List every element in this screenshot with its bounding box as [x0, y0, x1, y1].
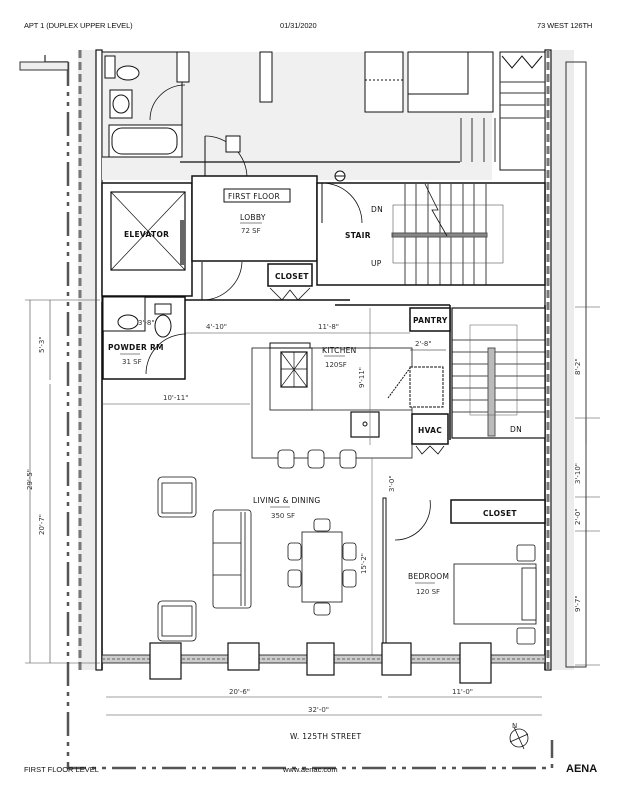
kitchen-area: 120SF [325, 361, 347, 369]
bedroom: CLOSET BEDROOM 120 SF 3'-0" [382, 475, 546, 671]
dim-right-2: 3'-10" [574, 463, 582, 484]
north-label: N [512, 722, 517, 730]
kitchen: KITCHEN 120SF 9'-11" [251, 308, 444, 469]
living-area: 350 SF [271, 512, 295, 520]
bedroom-label: BEDROOM [408, 572, 449, 581]
bedroom-closet-label: CLOSET [483, 509, 517, 518]
lobby-label: LOBBY [240, 213, 266, 222]
powder-room-label: POWDER RM [108, 343, 164, 352]
dim-bottom-left: 20'-6" [229, 688, 250, 696]
lobby-closet: CLOSET [267, 263, 313, 301]
dim-bottom-total: 32'-0" [308, 706, 329, 714]
stair-2: DN [451, 307, 546, 439]
floor-level-label: FIRST FLOOR LEVEL [24, 765, 99, 774]
dimension-lines [25, 299, 600, 716]
dim-left-upper: 5'-3" [38, 336, 46, 353]
living-label: LIVING & DINING [253, 496, 321, 505]
pantry: PANTRY 2'-8" [409, 307, 451, 351]
kitchen-depth-dim: 9'-11" [358, 367, 366, 388]
kitchen-label: KITCHEN [322, 346, 357, 355]
dim-kitchen-width: 11'-8" [318, 323, 339, 331]
hvac-label: HVAC [418, 426, 442, 435]
dim-bottom-right: 11'-0" [452, 688, 473, 696]
north-arrow-icon: N [509, 722, 529, 750]
dim-left-lower: 20'-7" [38, 514, 46, 535]
hvac: HVAC [411, 413, 449, 455]
dining-depth-dim: 15'-2" [360, 553, 368, 574]
pantry-width-dim: 2'-8" [415, 340, 432, 348]
plan-title: APT 1 (DUPLEX UPPER LEVEL) [24, 21, 133, 30]
elevator-label: ELEVATOR [124, 230, 169, 239]
pantry-label: PANTRY [413, 316, 448, 325]
stair-up: UP [371, 259, 382, 268]
stair-2-dn: DN [510, 425, 522, 434]
dim-left-total: 29'-5" [26, 469, 34, 490]
elevator: ELEVATOR [101, 182, 193, 297]
dim-corridor: 4'-10" [206, 323, 227, 331]
lobby: FIRST FLOOR LOBBY 72 SF [191, 175, 318, 301]
first-floor-tag: FIRST FLOOR [228, 192, 280, 201]
lobby-area: 72 SF [241, 227, 261, 235]
stair-label: STAIR [345, 231, 371, 240]
powder-width-dim: 3'-8" [138, 319, 155, 327]
brand-logo: AENA [566, 763, 598, 775]
dim-right-3: 2'-0" [574, 508, 582, 525]
interior-walls [101, 299, 546, 670]
street-label: W. 125TH STREET [290, 732, 361, 741]
website-link[interactable]: www.aenac.com [283, 765, 338, 774]
plan-date: 01/31/2020 [280, 21, 317, 30]
bedroom-area: 120 SF [416, 588, 440, 596]
stair: STAIR DN UP [316, 170, 546, 286]
stair-dn: DN [371, 205, 383, 214]
powder-room: 3'-8" POWDER RM 31 SF [102, 296, 187, 380]
front-wall [101, 642, 546, 684]
dim-living-width: 10'-11" [163, 394, 188, 402]
living-dining: LIVING & DINING 350 SF 15'-2" [157, 458, 373, 660]
lobby-closet-label: CLOSET [275, 272, 309, 281]
gap-dim: 3'-0" [388, 475, 396, 492]
powder-room-area: 31 SF [122, 358, 142, 366]
exterior-walls [19, 49, 587, 671]
plan-address: 73 WEST 126TH [537, 21, 593, 30]
dim-right-4: 9'-7" [574, 595, 582, 612]
upper-unit-area [101, 51, 546, 180]
dim-right-1: 8'-2" [574, 358, 582, 375]
